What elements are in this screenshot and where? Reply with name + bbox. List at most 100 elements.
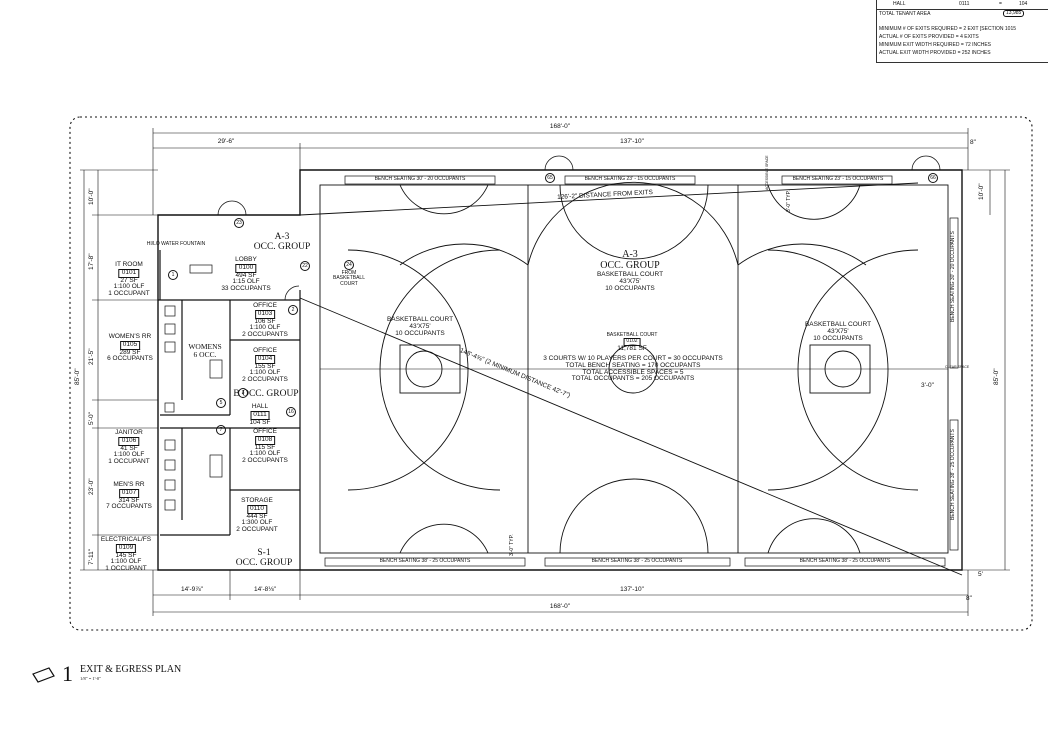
room-lobby-olf: 1:15 OLF (232, 278, 260, 286)
room-office-0103-name: OFFICE (253, 302, 277, 309)
schedule-hall-eq: = (999, 1, 1002, 7)
schedule-note-3: MINIMUM EXIT WIDTH REQUIRED = 72 INCHES (879, 42, 992, 48)
dimension-lines (80, 128, 1010, 616)
room-it-occ: 1 OCCUPANT (108, 290, 150, 298)
schedule-note-2: ACTUAL # OF EXITS PROVIDED = 4 EXITS (879, 34, 979, 40)
dim-top-left: 29'-6" (217, 138, 235, 145)
occ-group-s1: S-1 OCC. GROUP (235, 548, 293, 569)
womens-tag-label: WOMENS (188, 342, 222, 351)
court-right-name: BASKETBALL COURT (804, 321, 872, 328)
room-it-num: 0101 (118, 268, 140, 278)
room-office-0108-num: 0108 (254, 435, 276, 445)
occ-group-a3-lobby: A-3 OCC. GROUP (254, 232, 311, 253)
room-office-0104-occ: 2 OCCUPANTS (242, 376, 288, 384)
room-lobby: LOBBY 0100 494 SF 1:15 OLF 33 OCCUPANTS (221, 256, 271, 293)
room-lobby-sf: 494 SF (235, 271, 257, 279)
section-icon (32, 667, 55, 683)
court-summary-3: TOTAL ACCESSIBLE SPACES = 5 (582, 368, 684, 376)
tag-23: 23 (234, 218, 244, 228)
court-right: BASKETBALL COURT 43'X75' 10 OCCUPANTS (804, 321, 872, 342)
clear-space-label: CLEAR SPACE (945, 365, 970, 369)
bench-bottom-1: BENCH SEATING 38' - 25 OCCUPANTS (379, 558, 471, 564)
dim-typ-top: 3'-0" TYP. (786, 190, 792, 212)
bench-bottom-3: BENCH SEATING 38' - 25 OCCUPANTS (799, 558, 891, 564)
egress-paths (299, 182, 963, 576)
dim-left-overall: 85'-0" (74, 368, 81, 385)
dim-bottom-overall: 168'-0" (549, 603, 571, 610)
court-summary-4: TOTAL OCCUPANTS = 205 OCCUPANTS (571, 375, 695, 383)
occ-group-a3-gym-g: A-3 (622, 249, 638, 260)
room-mens-sf: 314 SF (118, 496, 140, 504)
dim-right-small-top: 8" (970, 139, 976, 146)
occ-group-s1-g: S-1 (257, 548, 271, 558)
room-electrical-name: ELECTRICAL/FS (100, 536, 152, 543)
room-womens: WOMEN'S RR 0105 289 SF 6 OCCUPANTS (107, 333, 153, 363)
area-schedule: HALL 0111 = 104 TOTAL TENANT AREA 13,985… (876, 0, 1048, 63)
tag-1: 1 (168, 270, 178, 280)
dim-top-overall: 168'-0" (549, 123, 571, 130)
room-it-sf: 27 SF (120, 276, 138, 284)
room-janitor-olf: 1:100 OLF (113, 451, 145, 459)
occ-group-s1-label: OCC. GROUP (235, 557, 293, 568)
court-center-top-name: BASKETBALL COURT (596, 271, 664, 278)
room-office-0103-sf: 106 SF (254, 317, 276, 325)
schedule-hall-value: 104 (1019, 1, 1028, 7)
room-lobby-occ: 33 OCCUPANTS (221, 285, 271, 293)
tag-66: 66 (928, 173, 938, 183)
room-office-0104-sf: 155 SF (254, 362, 276, 370)
court-right-dim: 43'X75' (827, 327, 849, 335)
room-storage-olf: 1:300 OLF (241, 519, 273, 527)
schedule-total-label: TOTAL TENANT AREA (879, 11, 931, 17)
room-mens-num: 0107 (118, 488, 140, 498)
room-lobby-num: 0100 (235, 263, 257, 273)
room-storage-occ: 2 OCCUPANT (236, 526, 278, 534)
room-hall-sf: 104 SF (249, 418, 271, 426)
room-electrical-num: 0109 (115, 543, 137, 553)
dim-right-mid: 3'-0" (921, 382, 934, 389)
dim-bottom-right: 137'-10" (620, 586, 644, 593)
court-center-top: BASKETBALL COURT 43'X75' 10 OCCUPANTS (596, 271, 664, 292)
bench-top-2: BENCH SEATING 23' - 15 OCCUPANTS (584, 176, 676, 182)
drawing-scale: 1/8" = 1'-0" (80, 676, 102, 681)
room-hall-name: HALL (251, 403, 269, 410)
court-right-occ: 10 OCCUPANTS (813, 334, 863, 342)
court-center-top-dim: 43'X75' (619, 277, 641, 285)
accessible-space-label: ACCESSIBLE SPACE (765, 155, 769, 190)
room-storage-sf: 444 SF (246, 512, 268, 520)
room-office-0108-sf: 115 SF (254, 443, 276, 451)
occ-group-b-label: OCC. GROUP (242, 389, 299, 399)
occ-group-b-g: B (233, 389, 240, 399)
room-office-0104-num: 0104 (254, 354, 276, 364)
occ-group-a3-gym: A-3 OCC. GROUP (600, 249, 659, 271)
court-main: BASKETBALL COURT 0102 11,781 SF (607, 332, 658, 352)
room-mens: MEN'S RR 0107 314 SF 7 OCCUPANTS (106, 481, 152, 511)
court-left: BASKETBALL COURT 43'X75' 10 OCCUPANTS (387, 316, 453, 337)
womens-tag-occ: 6 OCC. (193, 349, 217, 359)
drawing-number: 1 (62, 661, 73, 686)
room-electrical-sf: 145 SF (115, 551, 137, 559)
bench-bottom-2: BENCH SEATING 38' - 25 OCCUPANTS (591, 558, 683, 564)
room-janitor-occ: 1 OCCUPANT (108, 458, 150, 466)
dim-bottom-left-2: 14'-8⅛" (254, 586, 276, 593)
room-office-0103-occ: 2 OCCUPANTS (242, 331, 288, 339)
dim-right-top: 10'-0" (978, 183, 985, 200)
room-hall-num: 0111 (250, 410, 270, 420)
interior-walls (158, 250, 301, 570)
room-office-0104-name: OFFICE (253, 347, 277, 354)
room-storage: STORAGE 0110 444 SF 1:300 OLF 2 OCCUPANT (236, 497, 278, 534)
room-office-0103-num: 0103 (254, 309, 276, 319)
bench-right-2: BENCH SEATING 38' - 25 OCCUPANTS (950, 429, 956, 520)
court-exit-note: FROM BASKETBALL COURT (333, 270, 365, 287)
room-hall: HALL 0111 104 SF (249, 403, 271, 426)
room-janitor: JANITOR 0106 41 SF 1:100 OLF 1 OCCUPANT (108, 429, 150, 466)
room-office-0104: OFFICE 0104 155 SF 1:100 OLF 2 OCCUPANTS (242, 347, 288, 384)
dim-right-small-bottom: 8" (966, 595, 972, 602)
room-office-0103: OFFICE 0103 106 SF 1:100 OLF 2 OCCUPANTS (242, 302, 288, 339)
court-exit-line1: FROM (341, 270, 357, 276)
room-womens-name: WOMEN'S RR (108, 333, 152, 340)
room-janitor-num: 0106 (118, 436, 140, 446)
dim-typ-bottom: 3'-0" TYP. (509, 534, 515, 556)
schedule-note-1: MINIMUM # OF EXITS REQUIRED = 2 EXIT [SE… (879, 26, 1017, 32)
dim-left-6: 7'-11" (88, 548, 95, 565)
court-main-sf: 11,781 SF (617, 344, 647, 352)
